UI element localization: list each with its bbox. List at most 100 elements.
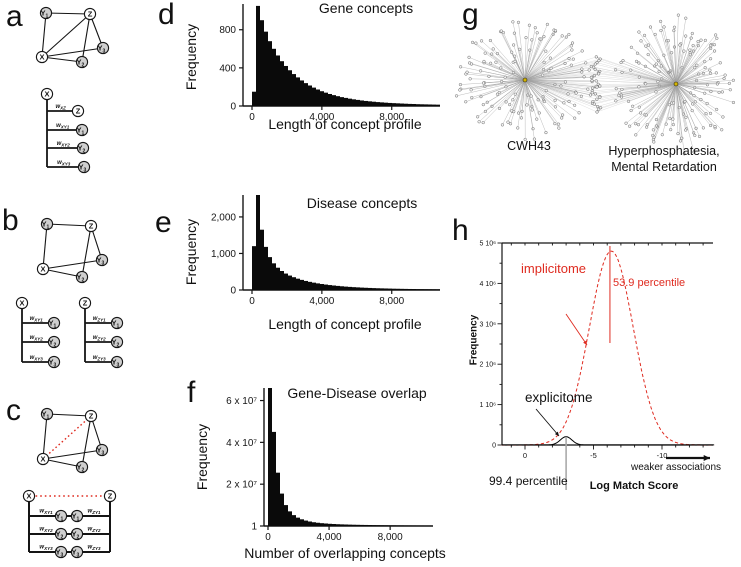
svg-text:Y1: Y1 — [42, 220, 50, 231]
svg-text:Y2: Y2 — [49, 338, 57, 349]
svg-text:3 10⁶: 3 10⁶ — [479, 321, 496, 328]
svg-text:wZY1: wZY1 — [93, 316, 106, 323]
svg-text:Y2: Y2 — [56, 530, 64, 541]
svg-text:Y2: Y2 — [78, 144, 86, 155]
svg-text:4,000: 4,000 — [309, 296, 334, 307]
svg-text:wXY3: wXY3 — [30, 355, 44, 362]
chart-f-title: Gene-Disease overlap — [287, 385, 427, 401]
svg-text:1 10⁶: 1 10⁶ — [479, 402, 496, 409]
svg-text:-5: -5 — [590, 451, 597, 460]
svg-text:4,000: 4,000 — [317, 532, 342, 543]
panel-letter-b: b — [2, 204, 19, 237]
g-right-hub-label: Hyperphosphatesia, Mental Retardation — [608, 143, 719, 175]
svg-text:Y3: Y3 — [97, 256, 105, 267]
svg-text:0: 0 — [523, 451, 527, 460]
svg-text:X: X — [19, 299, 24, 308]
svg-text:X: X — [39, 53, 44, 62]
panel-letter-h: h — [452, 214, 469, 247]
g-right-hub-label-line1: Hyperphosphatesia, — [608, 144, 720, 158]
panel-letter-f: f — [187, 376, 196, 409]
chart-f-ylabel: Frequency — [194, 423, 210, 491]
svg-text:wXZ: wXZ — [55, 104, 66, 111]
svg-text:wZY3: wZY3 — [88, 545, 101, 552]
svg-text:0: 0 — [249, 112, 255, 123]
svg-text:4 10⁶: 4 10⁶ — [479, 281, 496, 288]
svg-text:2 x 10⁷: 2 x 10⁷ — [226, 480, 257, 491]
svg-text:-10: -10 — [657, 451, 668, 460]
svg-text:wZY1: wZY1 — [88, 509, 101, 516]
svg-text:Y2: Y2 — [77, 463, 85, 474]
svg-text:4 x 10⁷: 4 x 10⁷ — [226, 438, 257, 449]
svg-text:Y2: Y2 — [112, 338, 120, 349]
h-weaker-associations-label: weaker associations — [631, 462, 722, 473]
panel-letter-c: c — [6, 394, 21, 427]
panel-letter-a: a — [6, 0, 23, 33]
svg-text:0: 0 — [265, 532, 271, 543]
svg-text:Y1: Y1 — [41, 9, 49, 20]
chart-e-xlabel: Length of concept profile — [268, 316, 422, 332]
h-explicitome-label: explicitome — [525, 390, 593, 405]
svg-text:Y3: Y3 — [56, 548, 64, 559]
g-gene-disease-network — [454, 13, 736, 156]
svg-text:4,000: 4,000 — [309, 112, 334, 123]
svg-text:wZY2: wZY2 — [93, 335, 106, 342]
svg-text:0: 0 — [249, 296, 255, 307]
svg-text:Y3: Y3 — [72, 548, 80, 559]
svg-text:1,000: 1,000 — [211, 249, 236, 260]
svg-text:0: 0 — [492, 443, 496, 450]
svg-text:X: X — [44, 90, 49, 99]
svg-text:wXY1: wXY1 — [30, 316, 44, 323]
h-peak-percentile-label: 53.9 percentile — [613, 277, 686, 289]
svg-text:wXY2: wXY2 — [39, 527, 53, 534]
svg-text:Y3: Y3 — [79, 163, 87, 174]
svg-text:wXY1: wXY1 — [56, 123, 70, 130]
svg-text:Z: Z — [89, 412, 94, 421]
svg-text:0: 0 — [230, 102, 236, 113]
svg-text:0: 0 — [230, 286, 236, 297]
g-left-hub-label: CWH43 — [507, 139, 551, 153]
svg-text:800: 800 — [219, 25, 236, 36]
svg-text:wZY2: wZY2 — [88, 527, 101, 534]
svg-text:Y2: Y2 — [77, 58, 85, 69]
svg-text:5 10⁶: 5 10⁶ — [479, 241, 496, 248]
chart-d: 0 400 800 0 4,000 8,000 — [219, 4, 440, 123]
svg-text:8,000: 8,000 — [379, 296, 404, 307]
svg-text:Y1: Y1 — [112, 319, 120, 330]
panel-letter-d: d — [158, 0, 175, 31]
chart-e-title: Disease concepts — [306, 195, 418, 211]
chart-e: 0 1,000 2,000 0 4,000 8,000 — [211, 195, 440, 307]
svg-text:wXY3: wXY3 — [39, 545, 53, 552]
svg-text:wXY2: wXY2 — [57, 141, 71, 148]
svg-text:wZY3: wZY3 — [93, 355, 106, 362]
svg-text:Y2: Y2 — [72, 530, 80, 541]
h-implicitome-label: implicitome — [521, 261, 587, 276]
chart-d-title: Gene concepts — [318, 0, 414, 16]
svg-text:X: X — [26, 492, 31, 501]
svg-text:Y1: Y1 — [42, 410, 50, 421]
chart-f-xlabel: Number of overlapping concepts — [244, 545, 446, 561]
svg-text:400: 400 — [219, 63, 236, 74]
svg-text:Z: Z — [83, 299, 88, 308]
h-xlabel: Log Match Score — [589, 480, 679, 492]
panel-letter-g: g — [462, 0, 479, 31]
g-right-hub-label-line2: Mental Retardation — [611, 160, 717, 174]
svg-text:wXY1: wXY1 — [39, 509, 53, 516]
svg-text:2,000: 2,000 — [211, 212, 236, 223]
svg-text:Y1: Y1 — [49, 319, 57, 330]
svg-text:6 x 10⁷: 6 x 10⁷ — [226, 396, 257, 407]
svg-text:1: 1 — [251, 522, 257, 533]
svg-text:X: X — [40, 265, 45, 274]
svg-text:wXY2: wXY2 — [30, 335, 44, 342]
svg-text:8,000: 8,000 — [379, 112, 404, 123]
svg-text:Y3: Y3 — [49, 358, 57, 369]
h-ylabel: Frequency — [468, 314, 480, 366]
